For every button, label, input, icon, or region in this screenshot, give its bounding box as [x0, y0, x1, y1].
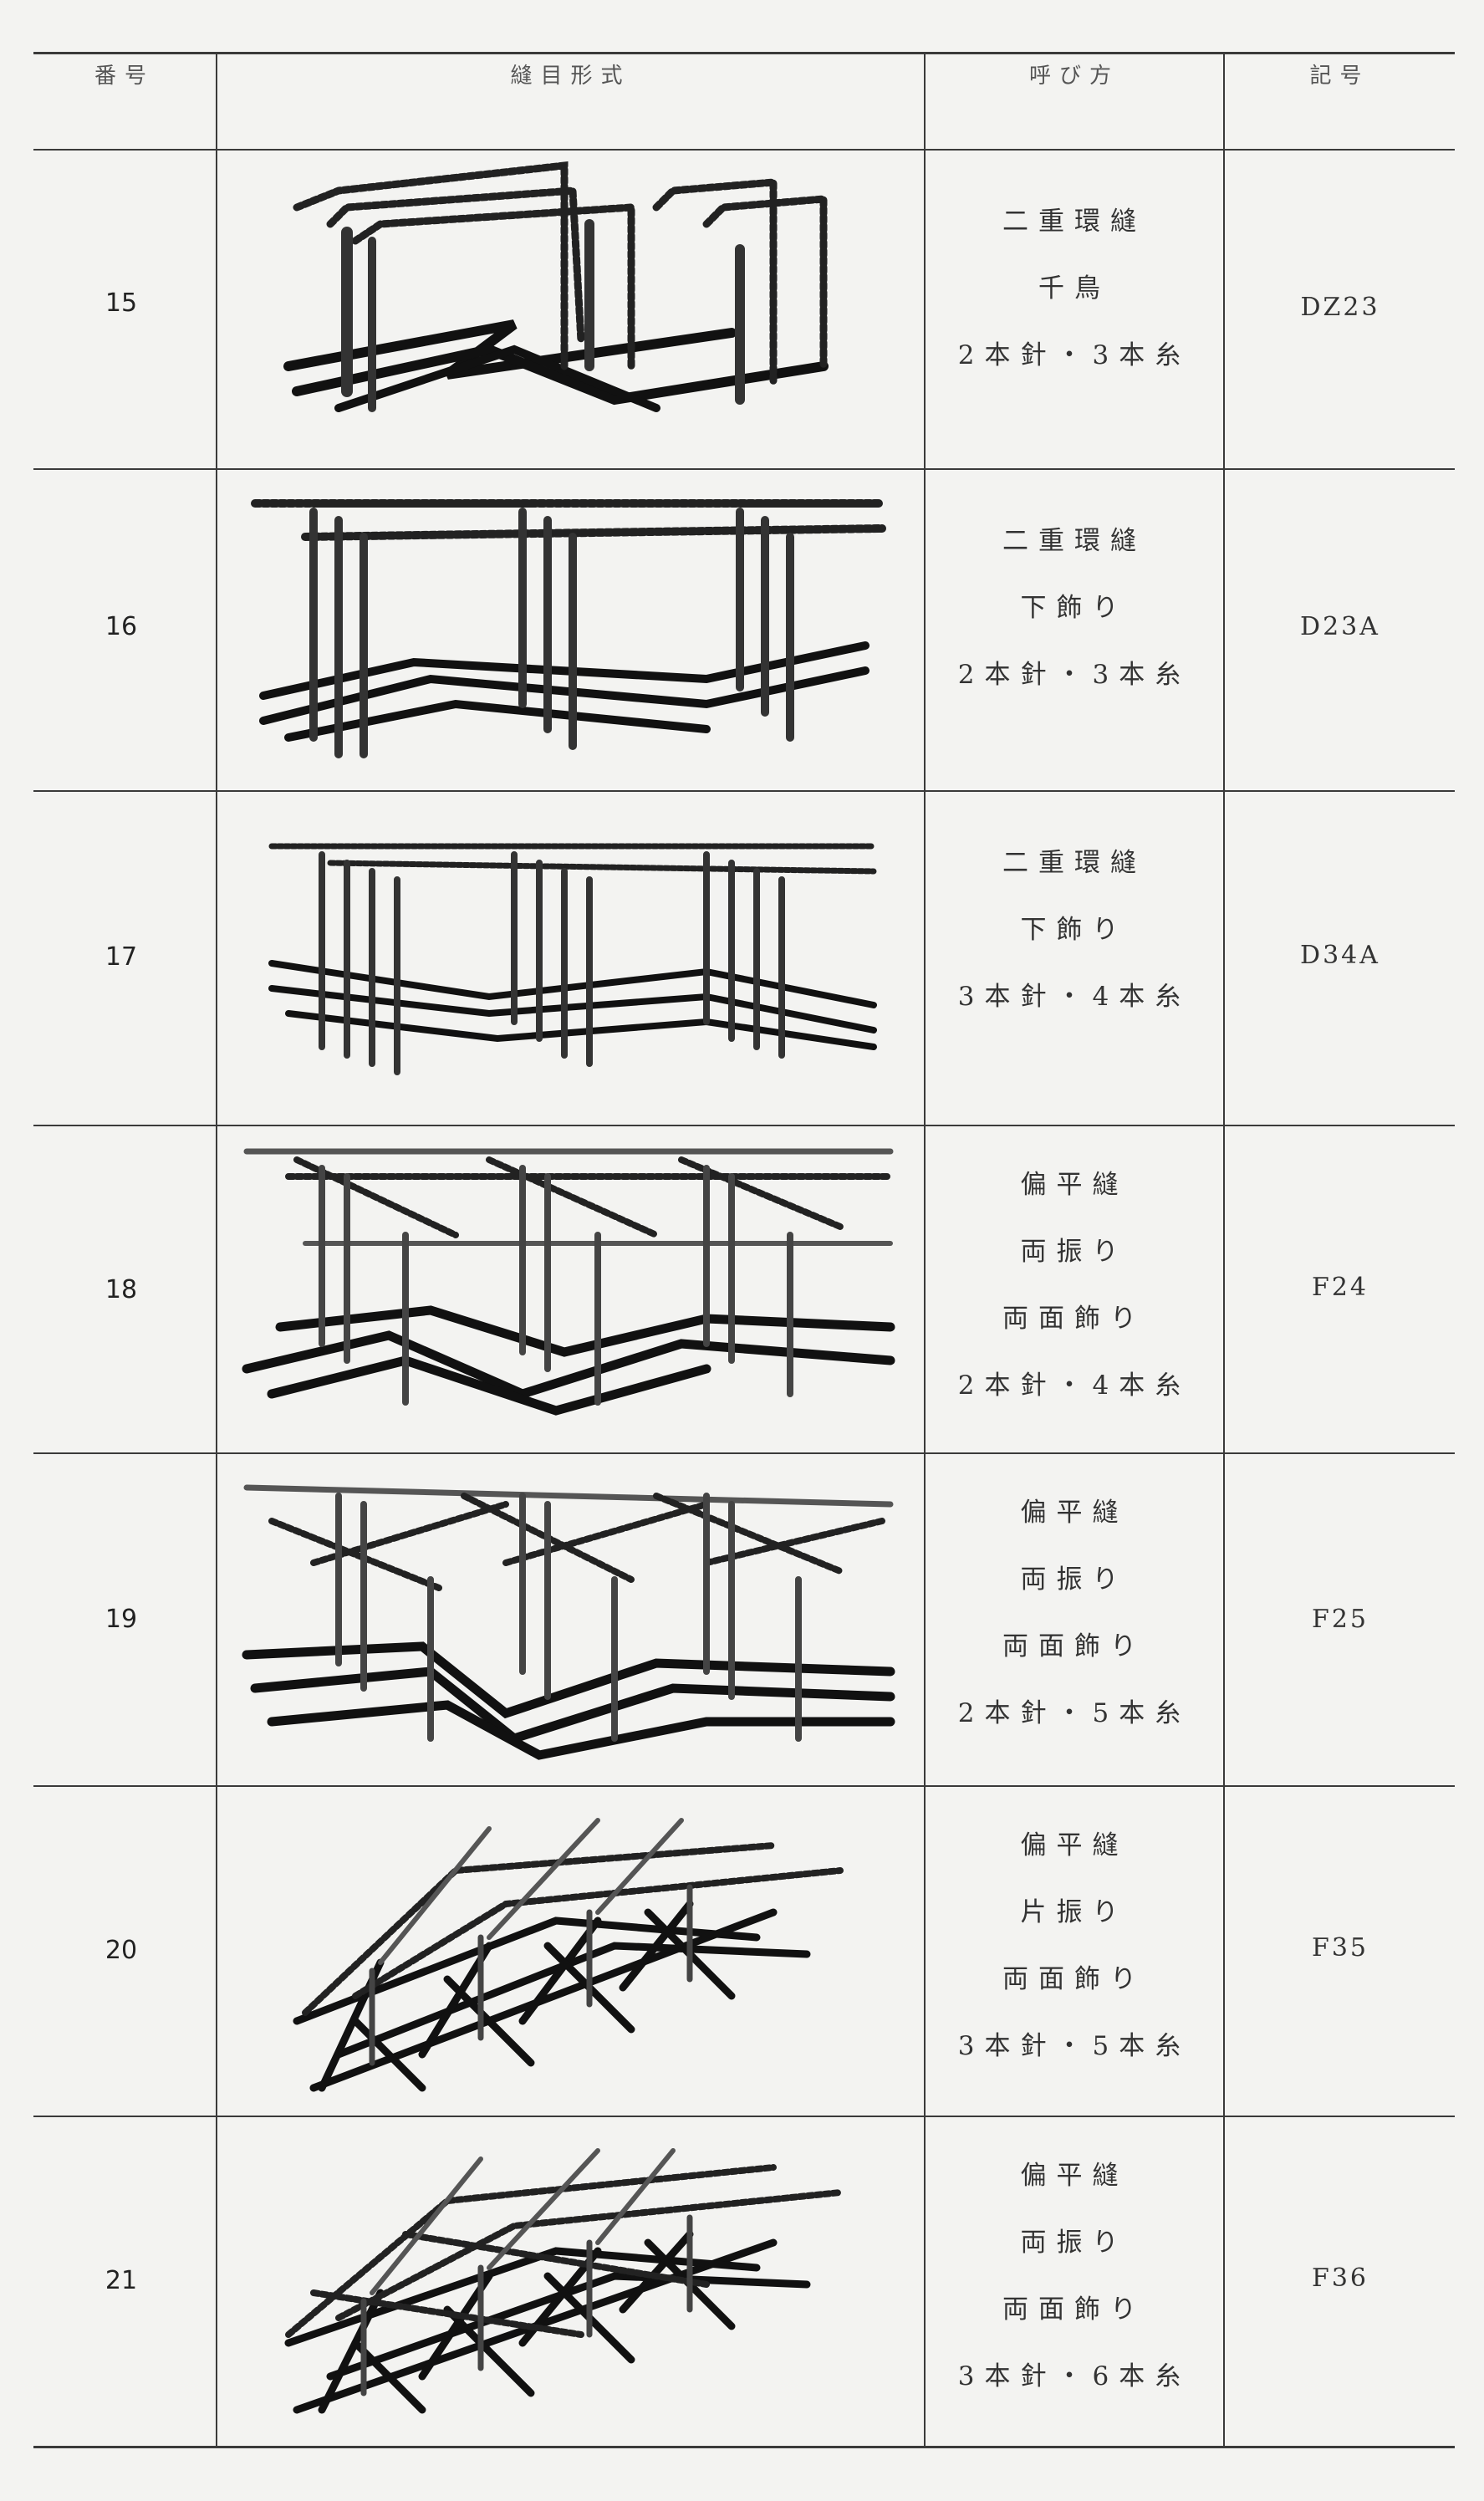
stitch-name: 偏平縫 両振り 両面飾り 3本針・6本糸	[928, 2142, 1221, 2410]
column-divider	[216, 52, 217, 2448]
table-row: 20 偏平縫 片振り 両面飾り 3本針・5本糸 F35	[0, 1787, 1484, 2116]
stitch-name: 二重環縫 下飾り 2本針・3本糸	[928, 508, 1221, 708]
stitch-name-line: 両面飾り	[1002, 2294, 1146, 2325]
table-row: 21 偏平縫 両振り 両面飾り 3本針・6本糸 F36	[0, 2117, 1484, 2446]
row-number: 15	[105, 288, 138, 318]
stitch-name-line: 両面飾り	[1002, 1964, 1146, 1994]
stitch-symbol: D34A	[1300, 941, 1380, 970]
stitch-name: 二重環縫 千鳥 2本針・3本糸	[928, 188, 1221, 389]
stitch-diagram-16	[251, 499, 886, 758]
row-divider	[33, 2116, 1455, 2117]
stitch-name-line: 両振り	[1020, 1564, 1129, 1595]
table-bottom-rule	[33, 2446, 1455, 2448]
header-form: 縫目形式	[510, 64, 631, 89]
stitch-diagram-17	[268, 843, 877, 1075]
stitch-symbol: F35	[1312, 1933, 1369, 1963]
stitch-name-line: 2本針・4本糸	[957, 1370, 1191, 1401]
table-row: 15 二重環縫 千鳥 2本針・3本糸 DZ23	[0, 151, 1484, 468]
stitch-name-line: 3本針・4本糸	[957, 982, 1191, 1012]
row-number: 17	[105, 942, 138, 972]
stitch-diagram-15	[283, 161, 829, 412]
stitch-name-line: 両振り	[1020, 1237, 1129, 1267]
stitch-name: 偏平縫 両振り 両面飾り 2本針・5本糸	[928, 1479, 1221, 1747]
row-number: 16	[105, 612, 138, 641]
stitch-name-line: 下飾り	[1020, 915, 1129, 945]
stitch-name: 偏平縫 両振り 両面飾り 2本針・4本糸	[928, 1151, 1221, 1419]
stitch-name-line: 2本針・3本糸	[957, 660, 1191, 690]
stitch-name-line: 両面飾り	[1002, 1631, 1146, 1661]
stitch-symbol: F24	[1312, 1273, 1369, 1302]
column-divider	[1223, 52, 1225, 2448]
stitch-name: 二重環縫 下飾り 3本針・4本糸	[928, 829, 1221, 1030]
stitch-name-line: 2本針・3本糸	[957, 340, 1191, 370]
stitch-name-line: 偏平縫	[1020, 1830, 1129, 1860]
row-number: 18	[105, 1275, 138, 1304]
table-top-rule	[33, 52, 1455, 54]
row-number: 21	[105, 2266, 138, 2295]
stitch-name-line: 千鳥	[1038, 273, 1110, 304]
row-divider	[33, 790, 1455, 792]
stitch-name-line: 偏平縫	[1020, 1170, 1129, 1200]
stitch-name-line: 二重環縫	[1002, 526, 1146, 556]
stitch-name-line: 2本針・5本糸	[957, 1698, 1191, 1728]
stitch-symbol: F25	[1312, 1605, 1369, 1634]
stitch-diagram-18	[242, 1148, 895, 1416]
stitch-diagram-20	[293, 1818, 844, 2092]
header-number: 番号	[94, 64, 155, 89]
stitch-name-line: 下飾り	[1020, 593, 1129, 623]
table-row: 16 二重環縫 下飾り 2本針・3本糸 D23A	[0, 470, 1484, 790]
stitch-symbol: D23A	[1300, 612, 1380, 641]
stitch-name-line: 片振り	[1020, 1897, 1129, 1927]
table-row: 17 二重環縫 下飾り 3本針・4本糸 D34A	[0, 792, 1484, 1125]
header-symbol: 記号	[1309, 64, 1370, 89]
stitch-name: 偏平縫 片振り 両面飾り 3本針・5本糸	[928, 1812, 1221, 2080]
stitch-diagram-19	[242, 1484, 895, 1760]
stitch-name-line: 二重環縫	[1002, 207, 1146, 237]
row-divider	[33, 1452, 1455, 1454]
stitch-name-line: 両振り	[1020, 2228, 1129, 2258]
row-divider	[33, 1125, 1455, 1126]
stitch-name-line: 3本針・6本糸	[957, 2361, 1191, 2391]
stitch-name-line: 二重環縫	[1002, 848, 1146, 878]
stitch-symbol: F36	[1312, 2264, 1369, 2293]
stitch-name-line: 偏平縫	[1020, 1498, 1129, 1528]
stitch-symbol: DZ23	[1300, 293, 1380, 322]
stitch-name-line: 両面飾り	[1002, 1304, 1146, 1334]
table-row: 19 偏平縫 両振り 両面飾り 2本針・5本糸 F25	[0, 1454, 1484, 1785]
stitch-name-line: 3本針・5本糸	[957, 2031, 1191, 2061]
table-row: 18 偏平縫 両振り 両面飾り 2本針・4本糸 F24	[0, 1126, 1484, 1452]
row-number: 19	[105, 1605, 138, 1634]
row-divider	[33, 1785, 1455, 1787]
row-divider	[33, 468, 1455, 470]
row-number: 20	[105, 1936, 138, 1965]
stitch-diagram-21	[284, 2148, 844, 2414]
column-divider	[924, 52, 926, 2448]
stitch-name-line: 偏平縫	[1020, 2161, 1129, 2191]
header-rule	[33, 149, 1455, 151]
header-name: 呼び方	[1028, 64, 1119, 89]
